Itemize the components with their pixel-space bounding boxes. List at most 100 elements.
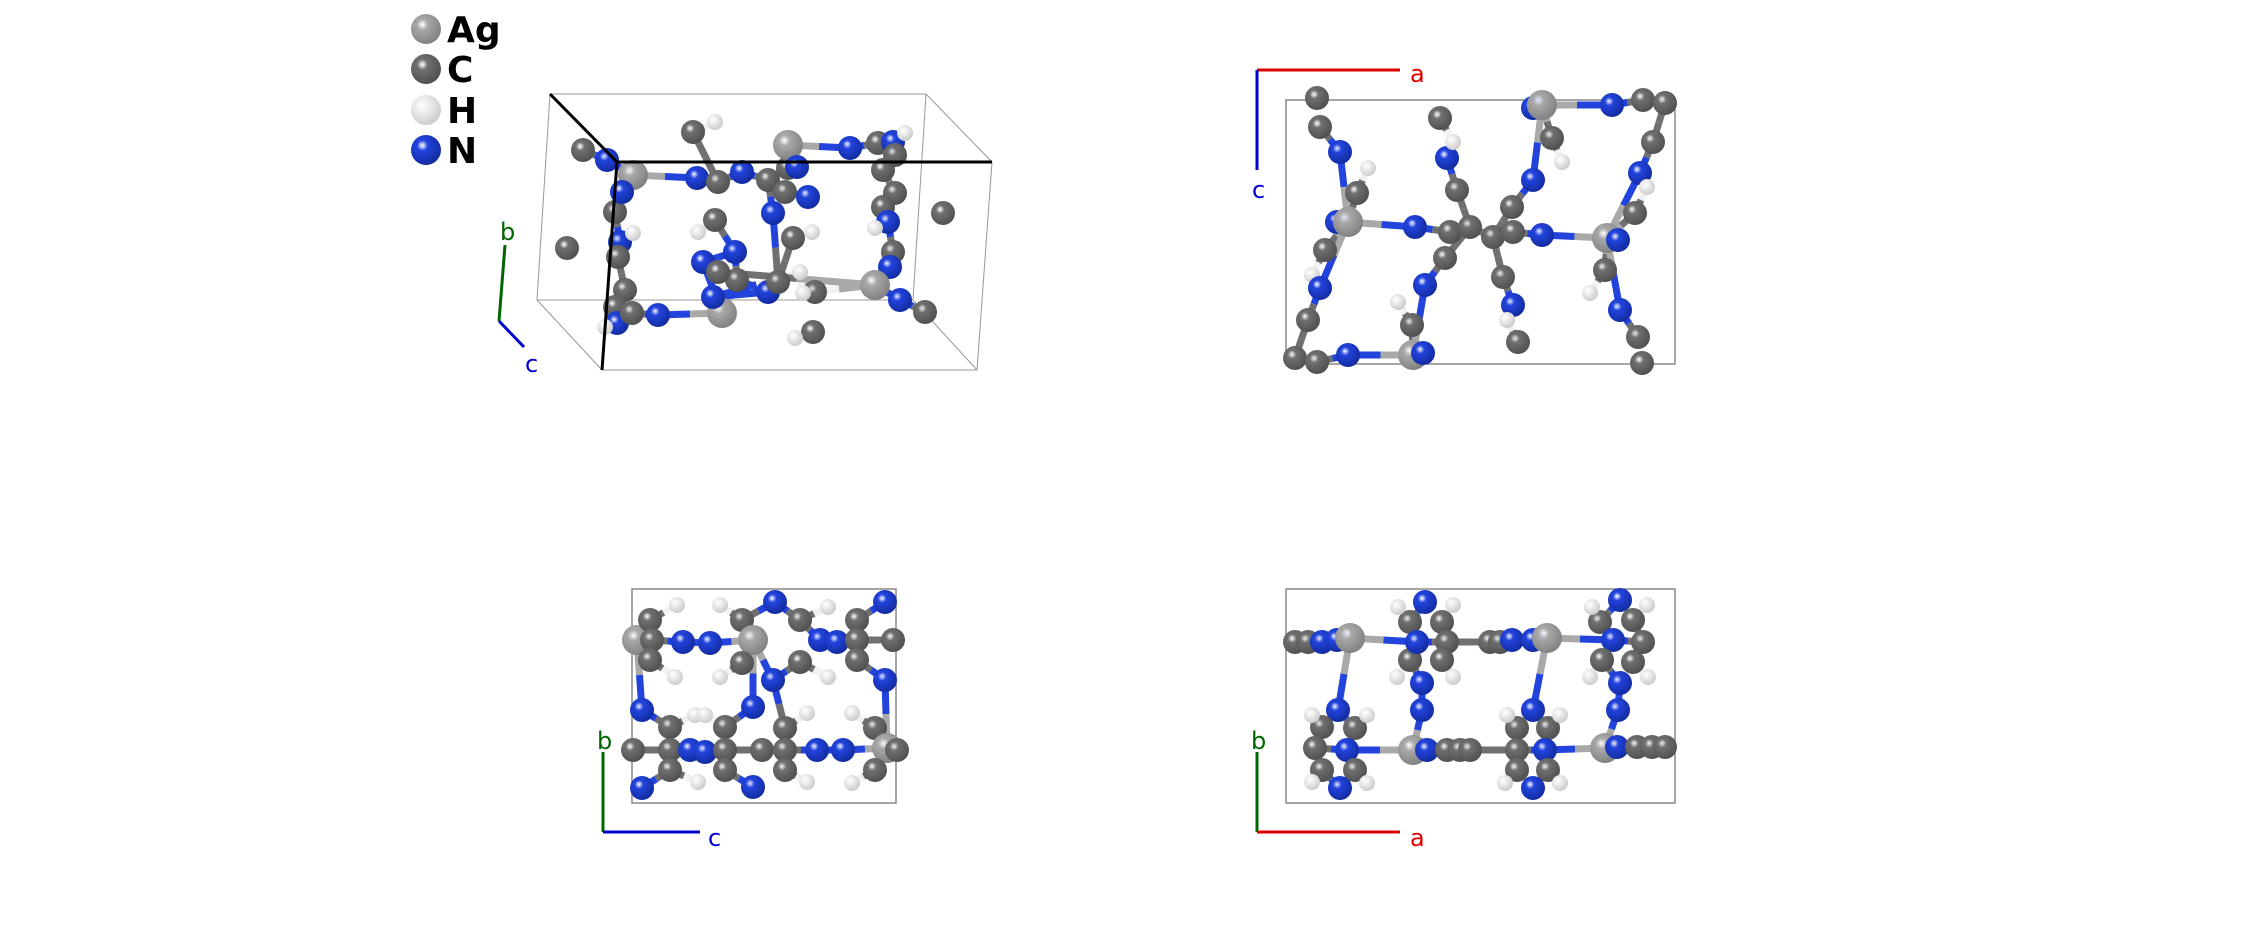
- atom-c: [773, 738, 797, 762]
- atom-h: [1640, 669, 1656, 685]
- atom-c: [1506, 330, 1530, 354]
- atom-sphere-icon: [411, 95, 441, 125]
- atom-n: [873, 590, 897, 614]
- atom-c: [1398, 610, 1422, 634]
- atom-c: [1458, 215, 1482, 239]
- atom-h: [1499, 707, 1515, 723]
- atom-n: [595, 148, 619, 172]
- atom-c: [1283, 346, 1307, 370]
- atom-n: [646, 303, 670, 327]
- atom-n: [831, 738, 855, 762]
- atom-c: [555, 236, 579, 260]
- axis-c-label: c: [1252, 176, 1265, 204]
- atom-n: [741, 695, 765, 719]
- atom-n: [888, 288, 912, 312]
- atom-c: [658, 715, 682, 739]
- atom-c: [706, 260, 730, 284]
- atom-h: [897, 125, 913, 141]
- legend-label: H: [447, 91, 477, 132]
- atom-sphere-icon: [411, 135, 441, 165]
- atom-c: [845, 608, 869, 632]
- atom-c: [706, 170, 730, 194]
- atom-n: [671, 630, 695, 654]
- atom-c: [1308, 115, 1332, 139]
- atom-n: [1521, 168, 1545, 192]
- atom-n: [1606, 228, 1630, 252]
- atom-c: [1430, 610, 1454, 634]
- atom-c: [1501, 220, 1525, 244]
- atom-c: [788, 650, 812, 674]
- panel-view-along-a: bc: [597, 588, 909, 852]
- axis-c-label: c: [525, 350, 538, 378]
- legend-label: Ag: [447, 10, 501, 51]
- atom-h: [1304, 774, 1320, 790]
- atom-n: [1328, 776, 1352, 800]
- axis-a-label: a: [1410, 60, 1425, 88]
- atom-c: [713, 758, 737, 782]
- atom-n: [1410, 698, 1434, 722]
- atom-n: [1521, 698, 1545, 722]
- atom-c: [621, 738, 645, 762]
- atom-h: [1445, 134, 1461, 150]
- atom-c: [1630, 351, 1654, 375]
- atom-h: [1359, 707, 1375, 723]
- atom-h: [697, 707, 713, 723]
- atom-n: [698, 631, 722, 655]
- atom-c: [658, 758, 682, 782]
- atom-h: [690, 224, 706, 240]
- atom-c: [1400, 313, 1424, 337]
- atom-h: [1497, 775, 1513, 791]
- atom-sphere-icon: [411, 14, 441, 44]
- atom-ag: [1335, 623, 1365, 653]
- atom-c: [1631, 630, 1655, 654]
- atom-c: [638, 648, 662, 672]
- atom-h: [1639, 597, 1655, 613]
- atom-c: [1345, 181, 1369, 205]
- atom-c: [1438, 220, 1462, 244]
- atom-n: [1403, 215, 1427, 239]
- atom-c: [1343, 758, 1367, 782]
- axis-indicator: bc: [597, 727, 721, 852]
- atom-c: [713, 715, 737, 739]
- atom-c: [725, 268, 749, 292]
- axis-b-line: [497, 244, 507, 322]
- atom-n: [685, 166, 709, 190]
- atom-c: [1433, 246, 1457, 270]
- atom-n: [1608, 671, 1632, 695]
- atom-n: [1606, 698, 1630, 722]
- atom-c: [845, 628, 869, 652]
- atom-h: [667, 669, 683, 685]
- atom-h: [1552, 707, 1568, 723]
- atom-n: [1608, 298, 1632, 322]
- atom-n: [873, 668, 897, 692]
- atom-n: [805, 738, 829, 762]
- atom-h: [844, 705, 860, 721]
- atom-c: [1491, 265, 1515, 289]
- atom-n: [1410, 671, 1434, 695]
- atom-sphere-icon: [411, 54, 441, 84]
- atom-h: [1499, 312, 1515, 328]
- atom-h: [867, 220, 883, 236]
- atom-c: [603, 200, 627, 224]
- atom-h: [1390, 294, 1406, 310]
- atom-c: [781, 226, 805, 250]
- atom-ag: [738, 625, 768, 655]
- atom-c: [1398, 648, 1422, 672]
- atom-c: [1621, 608, 1645, 632]
- atom-h: [820, 669, 836, 685]
- atom-h: [1389, 669, 1405, 685]
- atoms: [1283, 86, 1677, 375]
- atom-n: [1628, 161, 1652, 185]
- atom-n: [1521, 776, 1545, 800]
- atom-h: [799, 774, 815, 790]
- atom-c: [1305, 86, 1329, 110]
- atom-h: [1445, 669, 1461, 685]
- atom-h: [1554, 154, 1570, 170]
- atom-h: [804, 224, 820, 240]
- atom-n: [1605, 735, 1629, 759]
- legend-item-c: C: [411, 50, 473, 91]
- atom-c: [1623, 201, 1647, 225]
- atom-c: [801, 320, 825, 344]
- atom-c: [766, 270, 790, 294]
- atom-c: [571, 138, 595, 162]
